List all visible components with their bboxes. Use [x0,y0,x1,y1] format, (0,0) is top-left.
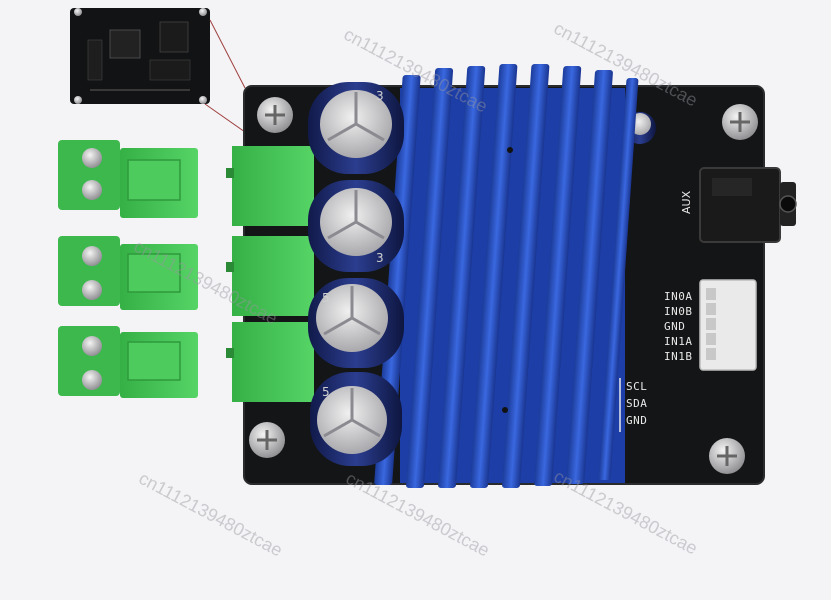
pin-label-in0a: IN0A [664,290,693,303]
pin-label-in1b: IN1B [664,350,693,363]
mount-screws [249,97,758,474]
capacitors [308,82,404,466]
input-connector [699,279,757,371]
pin-label-sda: SDA [626,397,648,410]
pin-label-gnd: GND [664,320,686,333]
cap-mark-2: 3 [376,251,384,265]
pin-label-in1a: IN1A [664,335,693,348]
pin-label-gnd-i2c: GND [626,414,648,427]
cap-mark-4: 5 [322,385,330,399]
aux-label: AUX [680,190,693,214]
inset-board [70,8,210,104]
pin-label-scl: SCL [626,380,648,393]
cap-mark-1: 3 [376,89,384,103]
aux-jack [699,167,797,243]
board-terminals [226,146,314,402]
pin-label-in0b: IN0B [664,305,693,318]
heatsink [374,64,639,488]
cap-mark-3: 5 [322,291,330,305]
loose-terminal-blocks [58,140,198,398]
